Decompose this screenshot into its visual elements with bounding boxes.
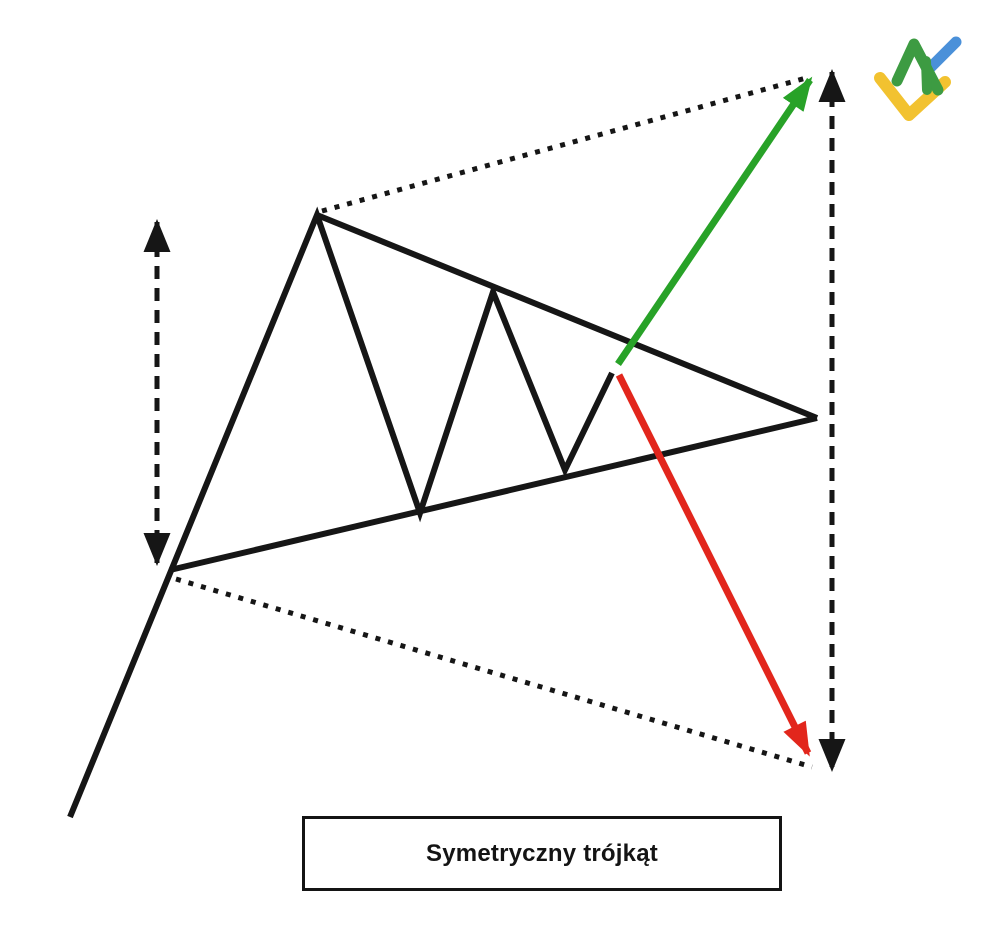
- pattern-caption: Symetryczny trójkąt: [426, 839, 658, 867]
- caption-box: Symetryczny trójkąt: [302, 816, 782, 891]
- logo-green-zigzag: [891, 38, 944, 96]
- bullish-breakout-arrow: [615, 76, 813, 366]
- upper-trendline: [315, 212, 819, 421]
- price-zigzag-line: [67, 206, 615, 819]
- bearish-breakout-arrow: [615, 373, 812, 757]
- lower-trendline: [169, 415, 818, 573]
- logo-green-bar: [921, 56, 932, 95]
- logo-yellow-check: [874, 72, 951, 121]
- upper-dotted-projection-line: [321, 75, 807, 214]
- logo-blue-tip: [923, 36, 962, 75]
- litefinance-logo-icon: [874, 36, 962, 121]
- lower-dotted-projection-line: [175, 576, 813, 770]
